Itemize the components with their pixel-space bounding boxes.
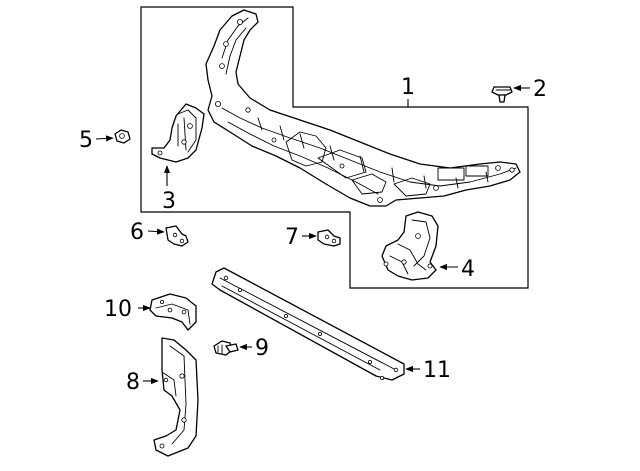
callout-6: 6	[130, 220, 144, 245]
callout-10: 10	[104, 297, 132, 322]
callout-8: 8	[126, 370, 140, 395]
nut-part-5	[114, 129, 131, 144]
callout-7: 7	[285, 225, 299, 250]
callout-11: 11	[423, 358, 451, 383]
radiator-support-upper	[205, 9, 521, 207]
bracket-part-4	[381, 211, 439, 281]
support-bracket-part-8	[153, 337, 199, 457]
plate-part-7	[317, 229, 341, 247]
group-frame	[140, 6, 529, 289]
callout-1: 1	[401, 75, 415, 100]
lower-tie-bar-part-11	[211, 267, 405, 381]
bolt-part-9	[213, 340, 239, 356]
callout-2: 2	[533, 77, 547, 102]
callout-9: 9	[255, 336, 269, 361]
clip-part-2	[491, 86, 513, 103]
plate-part-6	[165, 225, 189, 247]
callout-4: 4	[461, 257, 475, 282]
callout-5: 5	[79, 128, 93, 153]
bracket-part-3	[151, 103, 205, 163]
leader-lines	[95, 84, 530, 385]
angle-bracket-part-10	[149, 293, 197, 331]
callout-3: 3	[162, 189, 176, 214]
